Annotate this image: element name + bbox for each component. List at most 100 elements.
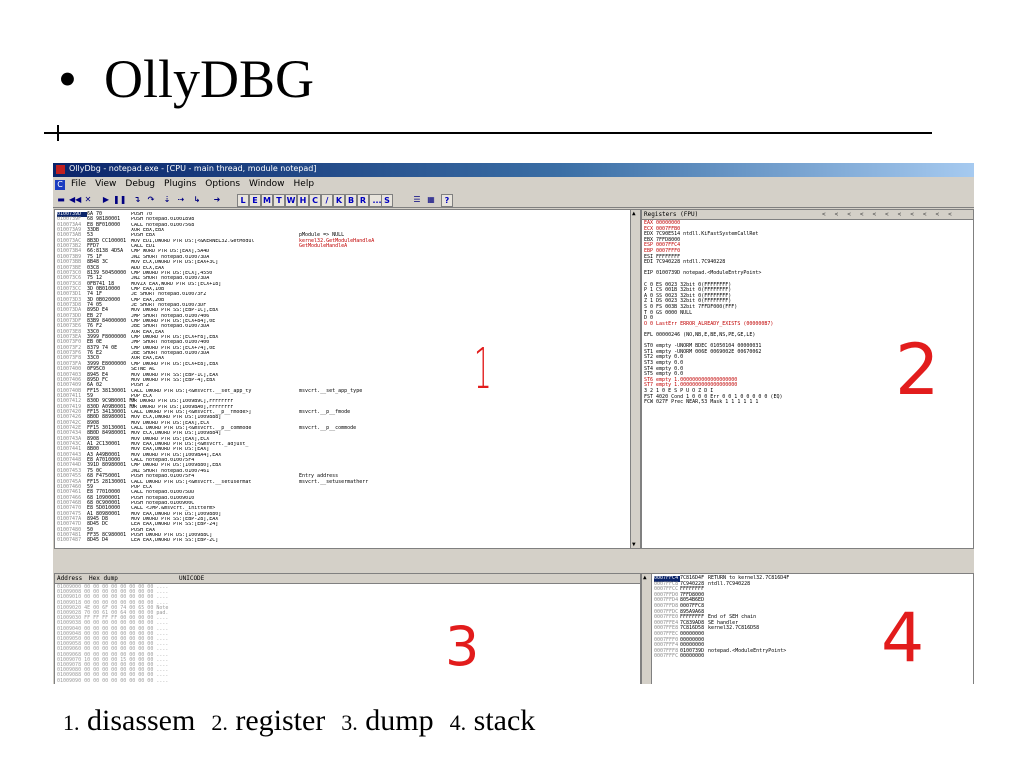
list-icon[interactable]: ☰ [413,195,421,204]
dump-row[interactable]: 01009068 00 00 00 00 00 00 00 00 .... [57,651,169,658]
window-button-k[interactable]: K [333,194,345,207]
pause-icon[interactable]: ❚❚ [113,195,127,204]
dump-row[interactable]: 01009010 00 00 00 00 00 00 00 00 .... [57,594,169,601]
dump-row[interactable]: 01009008 00 00 00 00 00 00 00 00 .... [57,589,169,596]
menu-item-plugins[interactable]: Plugins [164,179,197,189]
window-button-w[interactable]: W [285,194,297,207]
trace-into-icon[interactable]: ⇣ [163,195,171,204]
window-button-s[interactable]: S [381,194,393,207]
dump-row[interactable]: 01009060 00 00 00 00 00 00 00 00 .... [57,646,169,653]
dump-row[interactable]: 01009040 00 00 00 00 00 00 00 00 .... [57,625,169,632]
window-button-slash[interactable]: / [321,194,333,207]
menu-item-file[interactable]: File [71,179,87,189]
close-icon[interactable]: ✕ [84,195,92,204]
register-nav-arrows[interactable]: <<<<<<<<<<< [822,211,961,218]
dump-row[interactable]: 01009020 4E 00 6F 00 74 00 65 00 Note [57,604,169,611]
scroll-down-icon[interactable]: ▼ [632,541,636,548]
dump-row[interactable]: 01009000 00 00 00 00 00 00 00 00 .... [57,584,169,590]
window-button-e[interactable]: E [249,194,261,207]
help-button[interactable]: ? [441,194,453,207]
window-button-l[interactable]: L [237,194,249,207]
trace-over-icon[interactable]: ⇢ [177,195,185,204]
dump-pane[interactable]: Address Hex dump UNICODE 01009000 00 00 … [54,573,641,684]
window-button-h[interactable]: H [297,194,309,207]
dump-row[interactable]: 01009070 10 00 00 00 15 00 00 00 .... [57,656,169,663]
menu-item-view[interactable]: View [95,179,117,189]
menu-item-help[interactable]: Help [293,179,315,189]
dump-row[interactable]: 01009028 70 00 61 00 64 00 00 00 pad. [57,610,169,616]
dump-row[interactable]: 01009030 FF FF FF FF 00 00 00 00 .... [57,615,169,622]
menu-item-options[interactable]: Options [205,179,241,189]
dump-row[interactable]: 01009090 00 00 00 00 00 00 00 00 .... [57,677,169,684]
dump-row[interactable]: 01009048 00 00 00 00 00 00 00 00 .... [57,630,169,637]
scroll-up-icon[interactable]: ▲ [632,210,636,217]
rewind-icon[interactable]: ◀◀ [69,195,82,204]
step-over-icon[interactable]: ↷ [147,195,155,204]
stack-scroll-up-icon[interactable]: ▲ [643,574,647,581]
dump-row[interactable]: 01009088 00 00 00 00 00 00 00 00 .... [57,672,169,679]
window-button-r[interactable]: R [357,194,369,207]
grid-icon[interactable]: ▦ [427,195,435,204]
open-icon[interactable]: ▬ [57,195,65,204]
dump-row[interactable]: 01009058 00 00 00 00 00 00 00 00 .... [57,641,169,648]
dump-row[interactable]: 01009050 00 00 00 00 00 00 00 00 .... [57,636,169,642]
